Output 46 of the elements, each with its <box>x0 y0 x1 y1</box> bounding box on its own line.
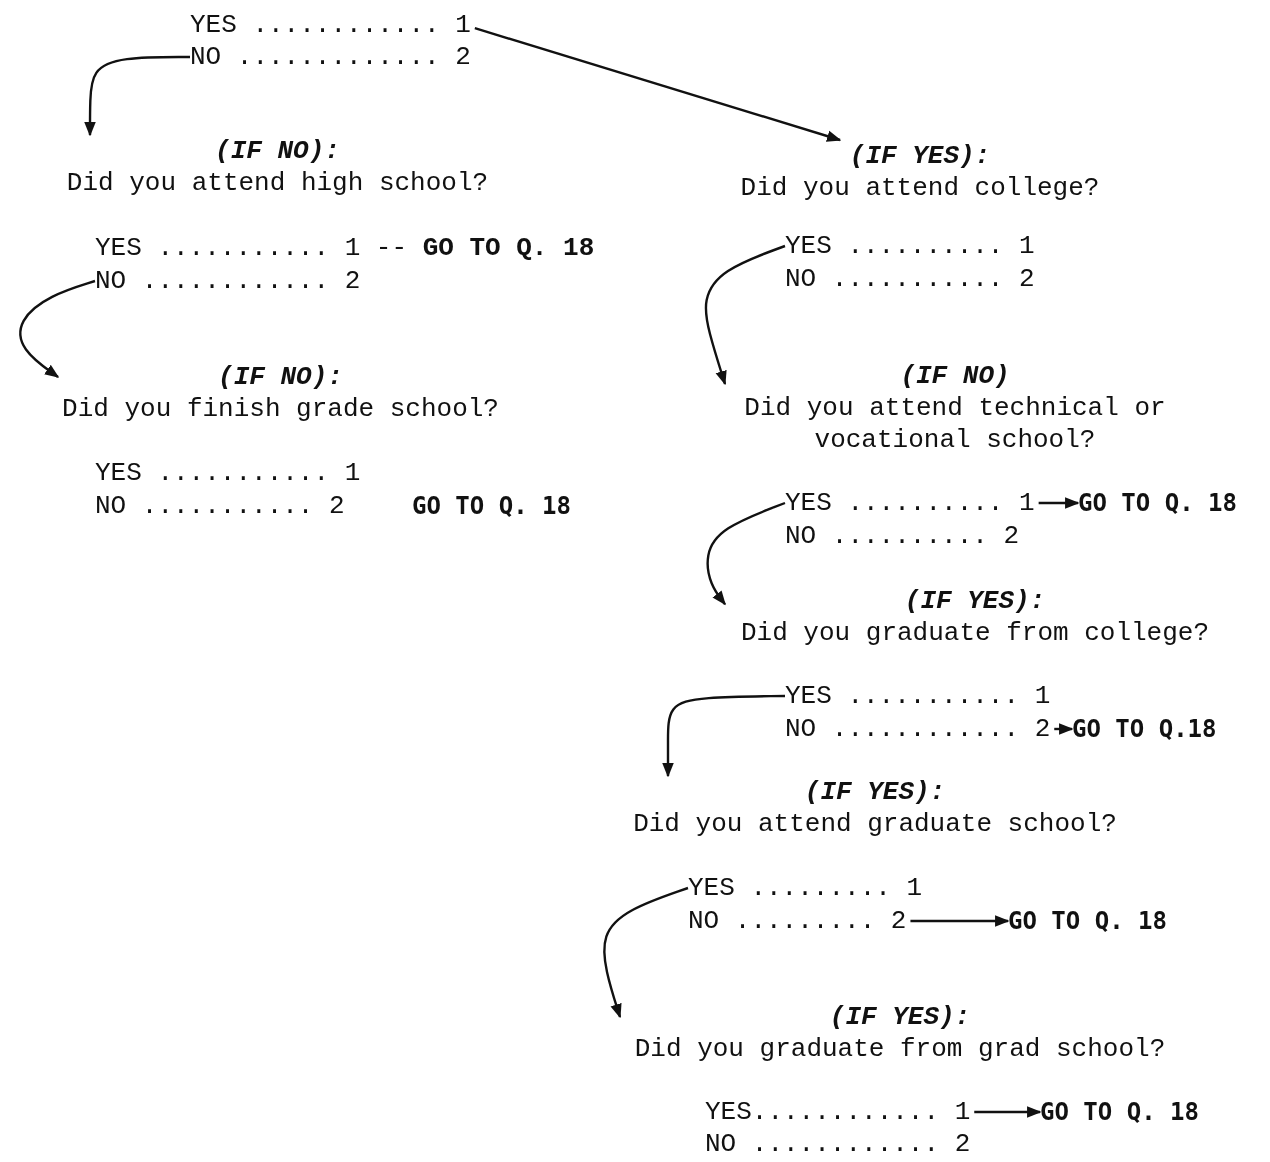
question-text: Did you graduate from grad school? <box>633 1033 1167 1065</box>
answer-option: NO .......... 2 <box>785 520 1020 552</box>
answer-option: YES ......... 1 <box>688 872 923 904</box>
question-text: Did you attend technical or vocational school? <box>743 392 1167 456</box>
question-text: Did you attend high school? <box>65 167 490 199</box>
question-text: Did you graduate from college? <box>739 617 1211 649</box>
arrow <box>974 1106 1042 1118</box>
answer-option: NO ............ 2 <box>785 713 1051 745</box>
condition-heading: (IF YES): <box>828 1001 972 1033</box>
skip-instruction: GO TO Q. 18 <box>1078 487 1237 519</box>
condition-heading: (IF YES): <box>848 140 992 172</box>
arrow <box>1038 497 1080 509</box>
question-text: Did you finish grade school? <box>61 393 500 425</box>
answer-option: YES .......... 1 <box>785 487 1035 519</box>
answer-option: NO ........... 2 <box>95 490 345 522</box>
question-text: Did you attend graduate school? <box>632 808 1118 840</box>
condition-heading: (IF NO) <box>899 360 1011 392</box>
answer-option: NO ......... 2 <box>688 905 907 937</box>
arrow <box>704 244 786 386</box>
answer-option: NO ............ 2 <box>95 265 361 297</box>
skip-instruction: GO TO Q.18 <box>1072 713 1217 745</box>
answer-option: YES ........... 1 <box>95 457 361 489</box>
answer-option: YES ........... 1 <box>785 680 1051 712</box>
arrow <box>474 27 842 142</box>
arrow <box>603 886 689 1019</box>
answer-option: YES ........... 1 -- GO TO Q. 18 <box>95 232 595 264</box>
answer-option: YES .......... 1 <box>785 230 1035 262</box>
answer-option: YES............ 1 <box>705 1096 971 1128</box>
arrow <box>706 501 786 606</box>
arrow <box>1054 723 1074 735</box>
answer-option: NO ........... 2 <box>785 263 1035 295</box>
skip-instruction: GO TO Q. 18 <box>1040 1096 1199 1128</box>
arrow <box>19 279 96 378</box>
condition-heading: (IF YES): <box>803 776 947 808</box>
condition-heading: (IF YES): <box>903 585 1047 617</box>
condition-heading: (IF NO): <box>214 135 341 167</box>
arrow <box>910 915 1010 927</box>
skip-instruction: GO TO Q. 18 <box>1008 905 1167 937</box>
arrow <box>662 694 785 778</box>
skip-instruction: GO TO Q. 18 <box>412 491 571 522</box>
condition-heading: (IF NO): <box>217 361 344 393</box>
arrow <box>84 55 190 137</box>
answer-option: NO ............. 2 <box>190 41 471 73</box>
answer-option: YES ............ 1 <box>190 9 471 41</box>
answer-option: NO ............ 2 <box>705 1128 971 1160</box>
question-text: Did you attend college? <box>739 172 1101 204</box>
